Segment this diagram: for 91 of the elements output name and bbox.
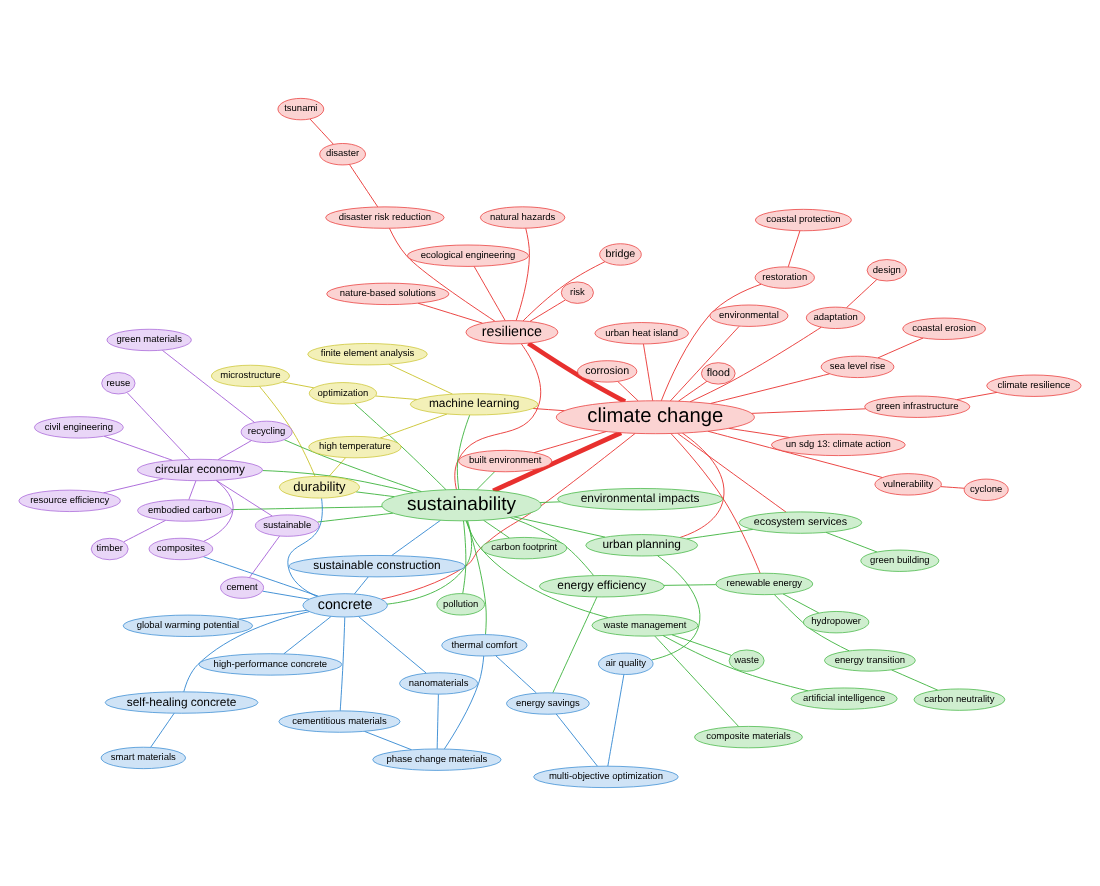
connector [391, 519, 442, 556]
connector [249, 535, 281, 578]
connector [217, 440, 252, 461]
connector [617, 381, 639, 402]
connector [161, 349, 255, 423]
connector [515, 227, 530, 321]
connector [388, 363, 453, 395]
connector [203, 480, 234, 542]
connector [509, 517, 594, 576]
connector [317, 512, 394, 523]
connector [354, 576, 369, 595]
connector [456, 414, 471, 490]
connector [231, 506, 383, 511]
connector [533, 431, 607, 454]
connector [454, 343, 542, 491]
connector [282, 381, 315, 389]
connector [436, 693, 439, 750]
connector [123, 519, 167, 543]
connector [358, 616, 427, 674]
connector [386, 520, 472, 605]
connector [513, 516, 606, 538]
connector [552, 596, 598, 694]
connector [686, 528, 754, 540]
connector [495, 655, 537, 694]
connector [689, 326, 822, 403]
connector [670, 433, 761, 574]
connector [751, 408, 867, 414]
connector [956, 391, 998, 401]
connector [527, 341, 627, 404]
connector [375, 395, 418, 400]
node-ellipse: climate change [555, 400, 755, 435]
connector [476, 471, 496, 491]
connector [150, 712, 175, 748]
connector [940, 486, 965, 489]
connector [283, 616, 332, 655]
connector [660, 283, 762, 402]
connector [328, 457, 347, 477]
connector [555, 713, 598, 767]
connector [891, 669, 939, 691]
connector [679, 432, 725, 538]
connector [238, 609, 308, 620]
connector [492, 430, 623, 493]
connector [349, 164, 379, 208]
connector [462, 520, 467, 594]
connector [877, 337, 924, 359]
connector [389, 227, 496, 322]
connector [846, 279, 878, 309]
connector [309, 118, 334, 145]
connector [262, 470, 414, 494]
connector [532, 408, 565, 412]
connector [262, 590, 310, 600]
connector [183, 611, 310, 693]
connector [103, 478, 164, 494]
connector [379, 413, 448, 439]
connector [607, 674, 625, 767]
connector [126, 392, 191, 460]
connector [782, 593, 820, 614]
connector [825, 532, 878, 553]
connector [709, 373, 831, 404]
connector [663, 584, 717, 586]
connector [287, 497, 323, 597]
connector [259, 385, 316, 477]
node-ellipse: sustainability [381, 489, 542, 522]
connector [707, 430, 883, 478]
connector [339, 616, 346, 712]
connector [483, 519, 510, 539]
connector [466, 520, 487, 635]
connector [443, 655, 485, 750]
connector [283, 439, 422, 493]
connector [773, 594, 850, 652]
connector [355, 491, 395, 498]
connector [364, 730, 412, 751]
connector [662, 635, 809, 692]
connector [651, 555, 701, 661]
connector [539, 501, 561, 503]
connector [671, 634, 732, 656]
connector [787, 230, 801, 268]
connector [728, 427, 791, 438]
connector [654, 635, 740, 727]
connector [188, 480, 197, 501]
connector [473, 265, 506, 321]
connector [643, 343, 654, 402]
connector [417, 302, 483, 324]
connector [522, 261, 606, 322]
connector [529, 299, 566, 322]
connector [353, 403, 447, 491]
connector [215, 480, 273, 517]
connector [677, 432, 787, 513]
connector [103, 435, 173, 461]
connector [678, 380, 708, 402]
connector [465, 520, 609, 619]
